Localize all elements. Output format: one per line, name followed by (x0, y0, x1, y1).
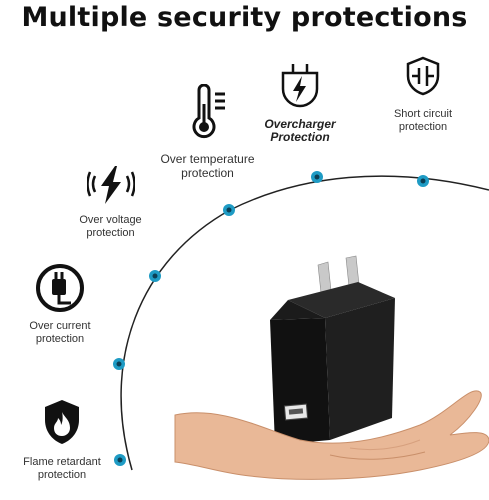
thermometer-icon (192, 84, 225, 139)
arc-dot (223, 204, 235, 216)
arc-dot (113, 358, 125, 370)
feature-over-temperature: Over temperature protection (150, 84, 265, 180)
arc-dot (417, 175, 429, 187)
hand-illustration (174, 390, 489, 480)
shield-circuit-icon (406, 56, 440, 96)
over-voltage-label-line2: protection (86, 227, 135, 239)
overcharger-label-line1: Overcharger (264, 117, 336, 131)
over-current-label-line1: Over current (29, 320, 91, 332)
feature-over-voltage: Over voltage protection (68, 162, 153, 240)
arc-dot (149, 270, 161, 282)
short-circuit-label-line1: Short circuit (393, 108, 453, 120)
lightning-icon (86, 166, 135, 204)
flame-retardant-label-line2: protection (37, 469, 87, 481)
plug-bolt-icon (281, 64, 319, 108)
flame-retardant-label-line1: Flame retardant (23, 456, 101, 468)
over-temperature-label-line2: protection (181, 166, 234, 180)
feature-overcharger: Overcharger Protection (255, 62, 345, 144)
arc-dot (311, 171, 323, 183)
overcharger-label-line2: Protection (270, 130, 330, 144)
page-title: Multiple security protections (21, 2, 468, 33)
short-circuit-label-line2: protection (398, 121, 448, 133)
over-temperature-label-line1: Over temperature (160, 152, 255, 166)
feature-short-circuit: Short circuit protection (378, 56, 468, 134)
shield-flame-icon (45, 400, 79, 444)
feature-over-current: Over current protection (15, 262, 105, 346)
feature-flame-retardant: Flame retardant protection (12, 398, 112, 482)
power-plug-icon (36, 264, 84, 312)
over-voltage-label-line1: Over voltage (79, 214, 142, 226)
usb-charger-illustration (270, 255, 395, 445)
arc-dot (114, 454, 126, 466)
over-current-label-line2: protection (35, 333, 85, 345)
